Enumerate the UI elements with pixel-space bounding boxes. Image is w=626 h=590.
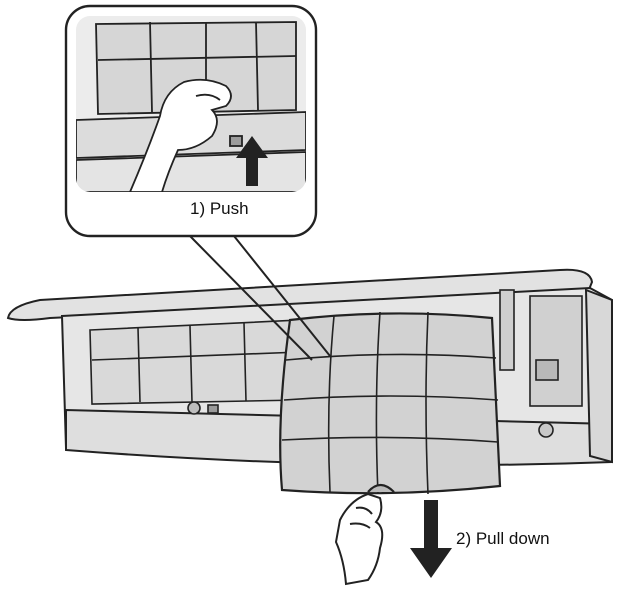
pushing-hand: [128, 78, 232, 192]
sensor: [538, 422, 554, 438]
pulling-hand: [334, 492, 384, 586]
filter-frame: [279, 312, 502, 495]
push-up-arrow-icon: [236, 136, 268, 186]
filter-slot: [207, 404, 219, 414]
step-2-label: 2) Pull down: [456, 529, 550, 548]
pull-down-arrow-icon: [410, 500, 452, 578]
panel-hinge: [499, 289, 515, 371]
filter-pull-tab: [367, 483, 395, 493]
air-filter: [279, 311, 502, 495]
unit-details: [187, 289, 583, 438]
left-filter: [89, 319, 301, 405]
control-box: [529, 295, 583, 407]
front-panel: [6, 268, 594, 321]
step-1-label: 1) Push: [190, 199, 249, 218]
inset-callout: 1) Push: [64, 4, 331, 361]
inset-filter-tab: [229, 135, 243, 147]
filter-knob: [187, 401, 201, 415]
unit-side: [584, 288, 613, 464]
callout-pointer: [189, 235, 331, 361]
